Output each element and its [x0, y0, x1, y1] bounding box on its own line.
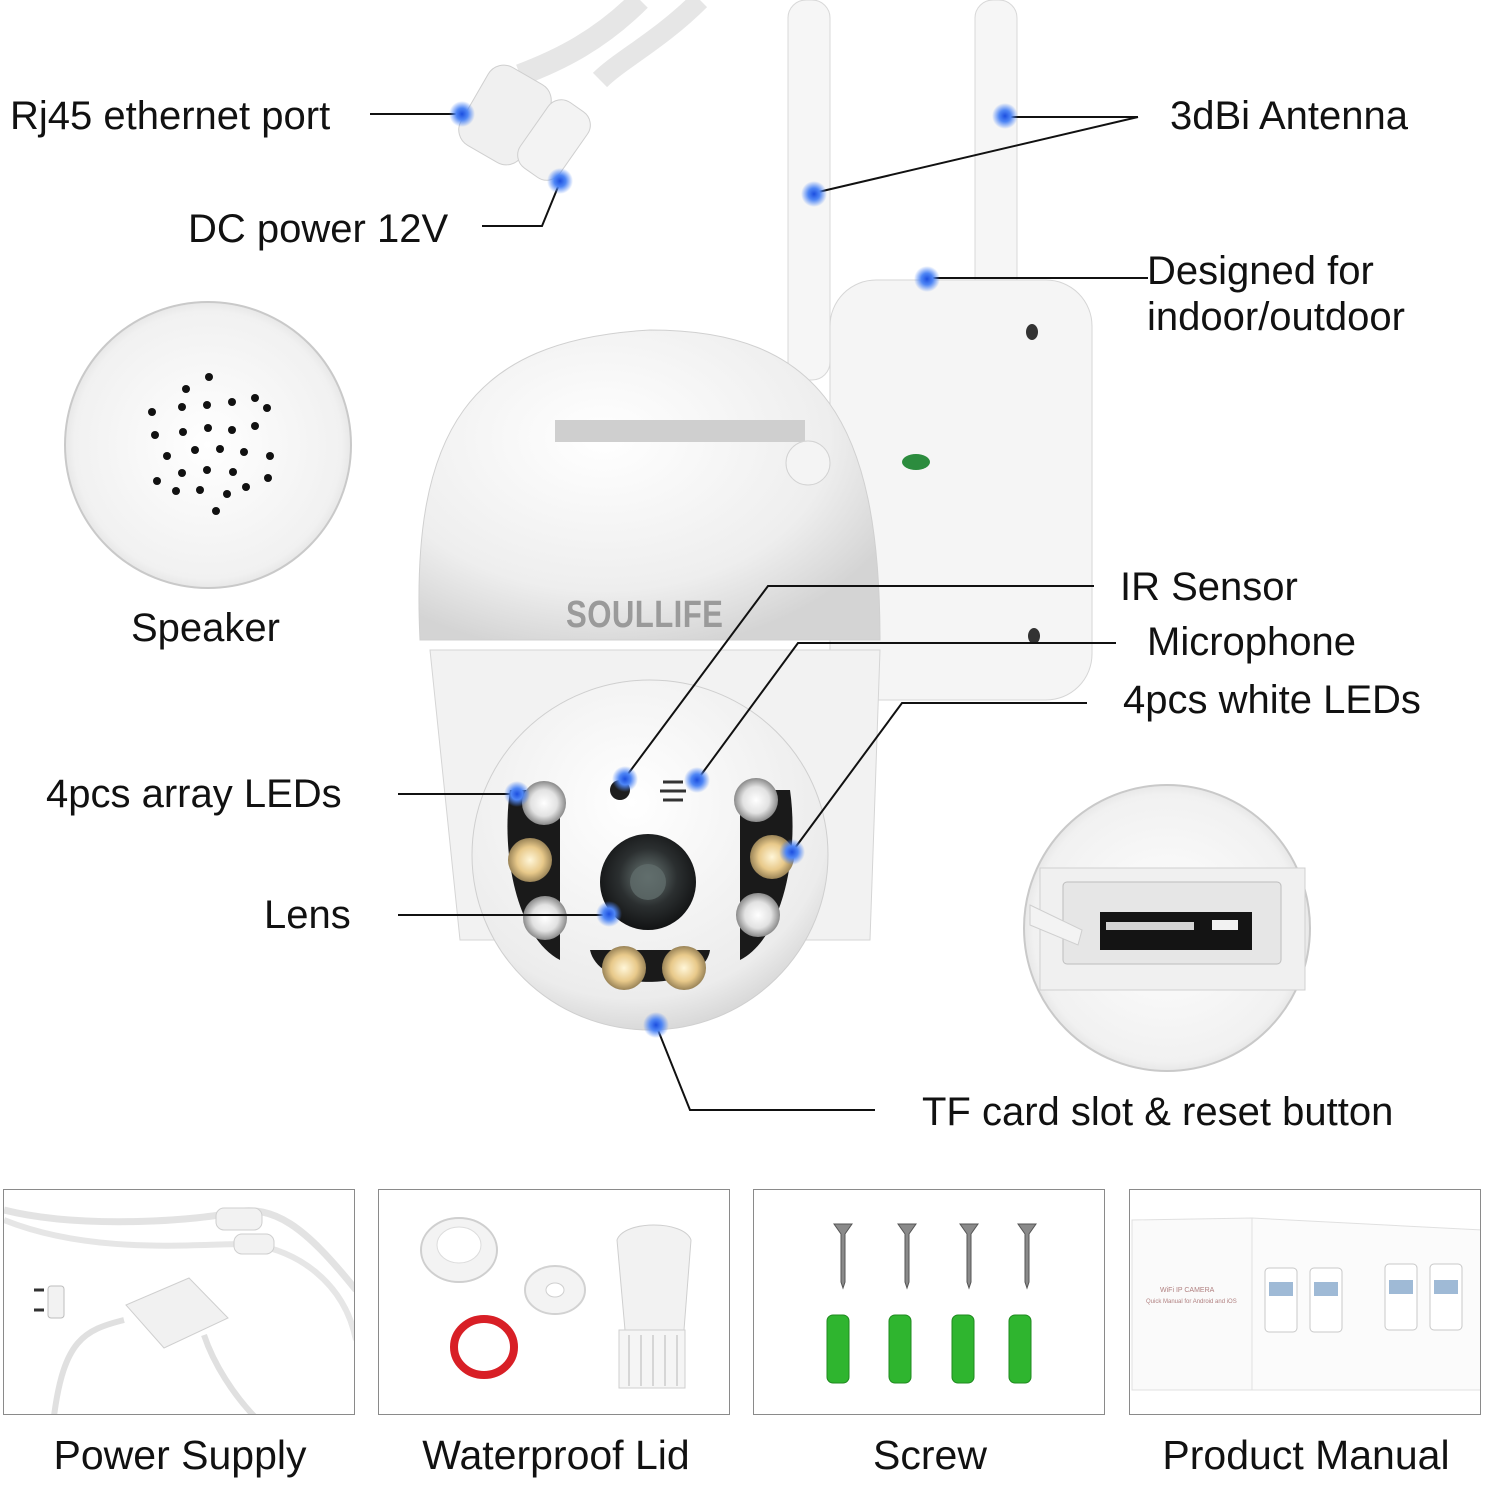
- speaker-detail-circle: [64, 301, 352, 589]
- accessory-product-manual: WiFi IP CAMERA Quick Manual for Android …: [1129, 1189, 1481, 1415]
- label-indoor-outdoor: indoor/outdoor: [1147, 295, 1405, 339]
- label-speaker: Speaker: [131, 606, 280, 650]
- label-dc-power: DC power 12V: [188, 207, 449, 251]
- waterproof-lid-icon: [420, 1217, 692, 1389]
- callout-lines: [370, 113, 1148, 1111]
- accessory-screw: [753, 1189, 1105, 1415]
- label-designed-for: Designed for: [1147, 249, 1374, 293]
- tf-card-detail-circle: [1023, 784, 1311, 1072]
- label-lens: Lens: [264, 893, 351, 937]
- callout-dots: [449, 101, 1018, 1038]
- label-power-supply: Power Supply: [53, 1432, 307, 1478]
- label-antenna: 3dBi Antenna: [1170, 94, 1408, 138]
- manual-icon: [1131, 1217, 1480, 1391]
- label-microphone: Microphone: [1147, 620, 1357, 664]
- label-ir-sensor: IR Sensor: [1120, 565, 1298, 609]
- label-white-leds: 4pcs white LEDs: [1123, 678, 1421, 722]
- wall-bracket: [829, 279, 1093, 701]
- screw-set-icon: [826, 1223, 1037, 1384]
- accessory-power-supply: [3, 1189, 355, 1415]
- label-waterproof-lid: Waterproof Lid: [422, 1432, 690, 1478]
- label-rj45-port: Rj45 ethernet port: [10, 94, 331, 138]
- manual-title: WiFi IP CAMERA: [1160, 1287, 1215, 1294]
- cable-group: [458, 0, 708, 181]
- camera-illustration: [64, 0, 1311, 1111]
- accessory-waterproof-lid: [378, 1189, 730, 1415]
- manual-subtitle: Quick Manual for Android and iOS: [1146, 1299, 1237, 1305]
- power-supply-icon: [4, 1206, 354, 1414]
- brand-logo: SOULLIFE: [566, 594, 724, 636]
- label-array-leds: 4pcs array LEDs: [46, 772, 342, 816]
- label-tf-card: TF card slot & reset button: [922, 1090, 1394, 1134]
- label-screw: Screw: [873, 1432, 987, 1478]
- label-product-manual: Product Manual: [1162, 1432, 1450, 1478]
- led-ring: [508, 778, 794, 990]
- speaker-holes: [148, 373, 274, 515]
